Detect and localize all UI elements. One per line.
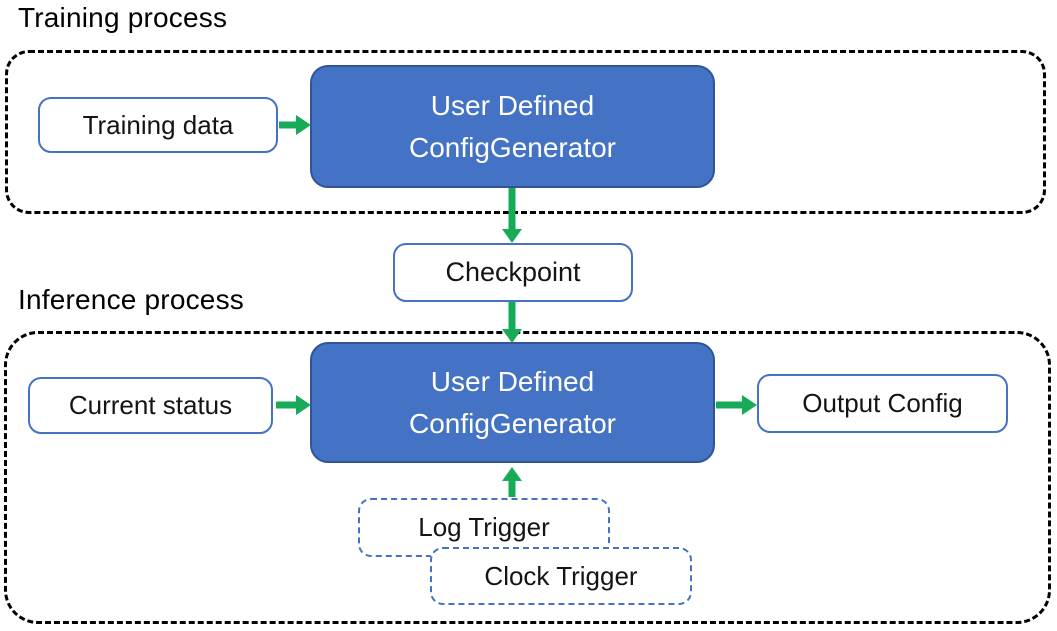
arrow-training-data-to-generator-icon [279, 115, 311, 135]
arrow-head [742, 395, 757, 415]
current-status-box: Current status [28, 377, 273, 434]
arrow-head [296, 395, 311, 415]
training-process-region [5, 50, 1046, 214]
clock-trigger-label: Clock Trigger [484, 560, 638, 591]
log-trigger-label: Log Trigger [418, 512, 550, 542]
arrow-triggers-to-generator-icon [502, 467, 522, 497]
arrow-shaft [508, 302, 516, 331]
training-data-box: Training data [38, 97, 278, 153]
training-data-label: Training data [82, 109, 234, 140]
arrow-generator-to-checkpoint-icon [502, 188, 522, 243]
clock-trigger-box: Clock Trigger [430, 547, 692, 605]
inference-generator-line2: ConfigGenerator [408, 407, 616, 439]
arrow-shaft [276, 401, 298, 409]
arrow-generator-to-output-config-icon [716, 395, 757, 415]
inference-generator-line1: User Defined [430, 365, 595, 397]
current-status-label: Current status [68, 390, 233, 420]
output-config-box: Output Config [757, 374, 1008, 433]
training-config-generator-box: User Defined ConfigGenerator [310, 65, 715, 188]
checkpoint-label: Checkpoint [445, 257, 581, 287]
arrow-current-status-to-generator-icon [276, 395, 311, 415]
arrow-shaft [508, 188, 516, 231]
arrow-checkpoint-to-inference-generator-icon [502, 302, 522, 343]
training-generator-line1: User Defined [430, 89, 595, 121]
arrow-head [502, 467, 522, 481]
arrow-shaft [716, 401, 744, 409]
arrow-head [502, 329, 522, 343]
arrow-head [296, 115, 311, 135]
training-generator-line2: ConfigGenerator [408, 131, 616, 163]
arrow-shaft [279, 121, 298, 129]
arrow-shaft [508, 479, 516, 497]
checkpoint-box: Checkpoint [393, 243, 633, 302]
arrow-head [502, 229, 522, 243]
inference-process-title: Inference process [18, 284, 244, 315]
inference-config-generator-box: User Defined ConfigGenerator [310, 342, 715, 463]
output-config-label: Output Config [802, 388, 963, 418]
training-process-title: Training process [18, 2, 228, 33]
inference-process-region [4, 331, 1051, 624]
